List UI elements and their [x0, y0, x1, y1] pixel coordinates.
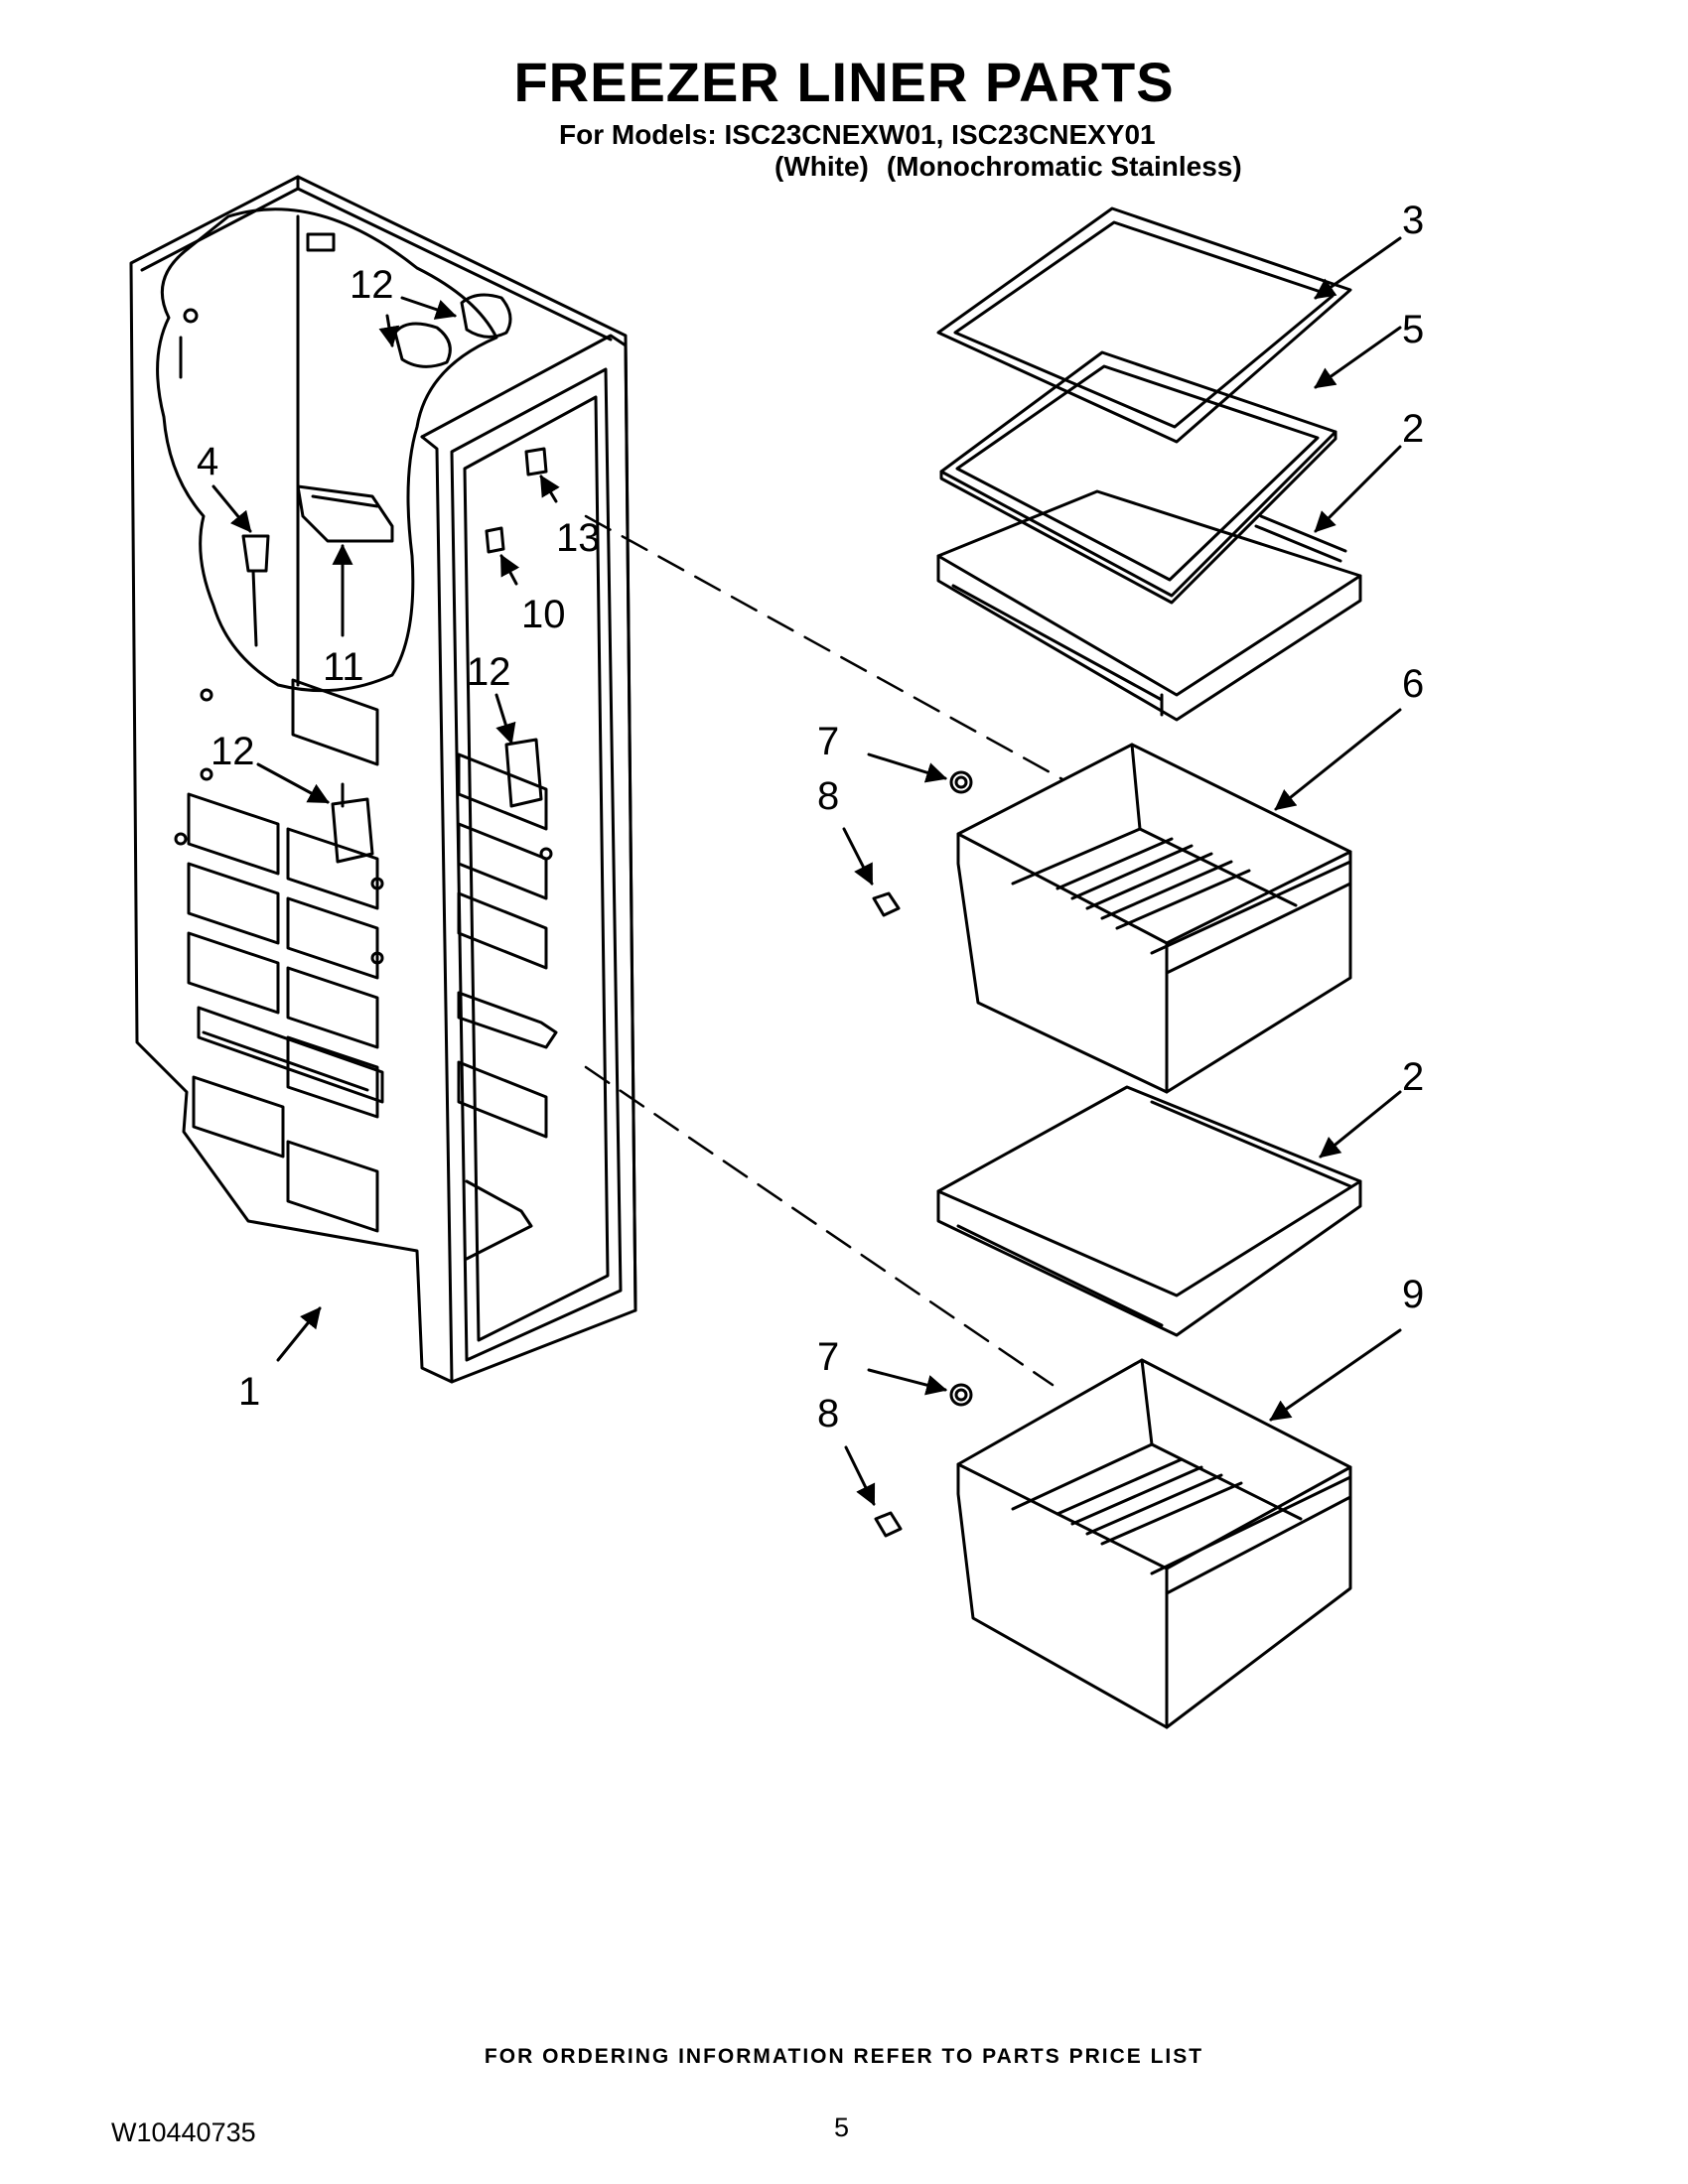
- bin-roller-part-7-a: [867, 752, 973, 794]
- callout-numbers: 1 4 11 12 12 12 13 10 3 5 2 6 7 8 2 9 7 …: [197, 199, 1424, 1435]
- variant-white: (White): [774, 151, 869, 182]
- callout-12-left: 12: [211, 730, 255, 773]
- heater-right-part-12: [494, 693, 543, 808]
- callout-7-top: 7: [817, 720, 839, 763]
- shelf-frame-part-5: [939, 350, 1337, 605]
- glass-shelf-part-3: [936, 206, 1352, 444]
- page-number: 5: [834, 2113, 850, 2142]
- bin-screw-part-8-a: [842, 827, 901, 917]
- callout-2-top: 2: [1402, 407, 1424, 451]
- callout-13: 13: [556, 516, 601, 560]
- model-variants: (White) (Monochromatic Stainless): [774, 151, 1260, 183]
- part-leaders-right: [1269, 236, 1402, 1422]
- freezer-liner: [129, 175, 637, 1384]
- callout-10: 10: [521, 593, 566, 636]
- callout-12-right: 12: [467, 650, 511, 694]
- variant-stainless: (Monochromatic Stainless): [886, 151, 1242, 182]
- leader-part-1: [276, 1306, 322, 1362]
- callout-11: 11: [323, 645, 364, 689]
- freezer-bin-part-9: [956, 1358, 1352, 1729]
- callout-8-top: 8: [817, 774, 839, 818]
- bin-screw-part-8-b: [844, 1445, 903, 1538]
- shelf-part-2-bottom: [936, 1085, 1362, 1337]
- callout-2-bottom: 2: [1402, 1055, 1424, 1099]
- light-socket-part-4: [211, 484, 270, 647]
- callout-6: 6: [1402, 662, 1424, 706]
- callout-5: 5: [1402, 308, 1424, 351]
- heater-left-part-12: [256, 762, 374, 864]
- callout-7-bottom: 7: [817, 1335, 839, 1379]
- clip-part-13: [524, 447, 560, 503]
- page-title: FREEZER LINER PARTS: [513, 51, 1175, 113]
- liner-vent-slots: [174, 678, 558, 1233]
- freezer-bin-part-6: [956, 743, 1352, 1094]
- heater-top-part-12: [378, 293, 512, 368]
- cutaway-region: [156, 207, 498, 693]
- document-number: W10440735: [111, 2117, 256, 2147]
- clip-part-10: [485, 526, 520, 586]
- callout-4: 4: [197, 440, 218, 483]
- models-line: For Models: ISC23CNEXW01, ISC23CNEXY01: [559, 119, 1156, 150]
- ordering-note: FOR ORDERING INFORMATION REFER TO PARTS …: [484, 2045, 1204, 2068]
- alignment-lines: [584, 514, 1064, 1387]
- callout-1: 1: [238, 1370, 260, 1414]
- light-housing-part-11: [296, 484, 394, 637]
- callout-8-bottom: 8: [817, 1392, 839, 1435]
- bin-roller-part-7-b: [867, 1368, 973, 1407]
- shelf-part-2-top: [936, 489, 1362, 722]
- callout-12-top: 12: [350, 263, 394, 307]
- callout-9: 9: [1402, 1273, 1424, 1316]
- callout-3: 3: [1402, 199, 1424, 242]
